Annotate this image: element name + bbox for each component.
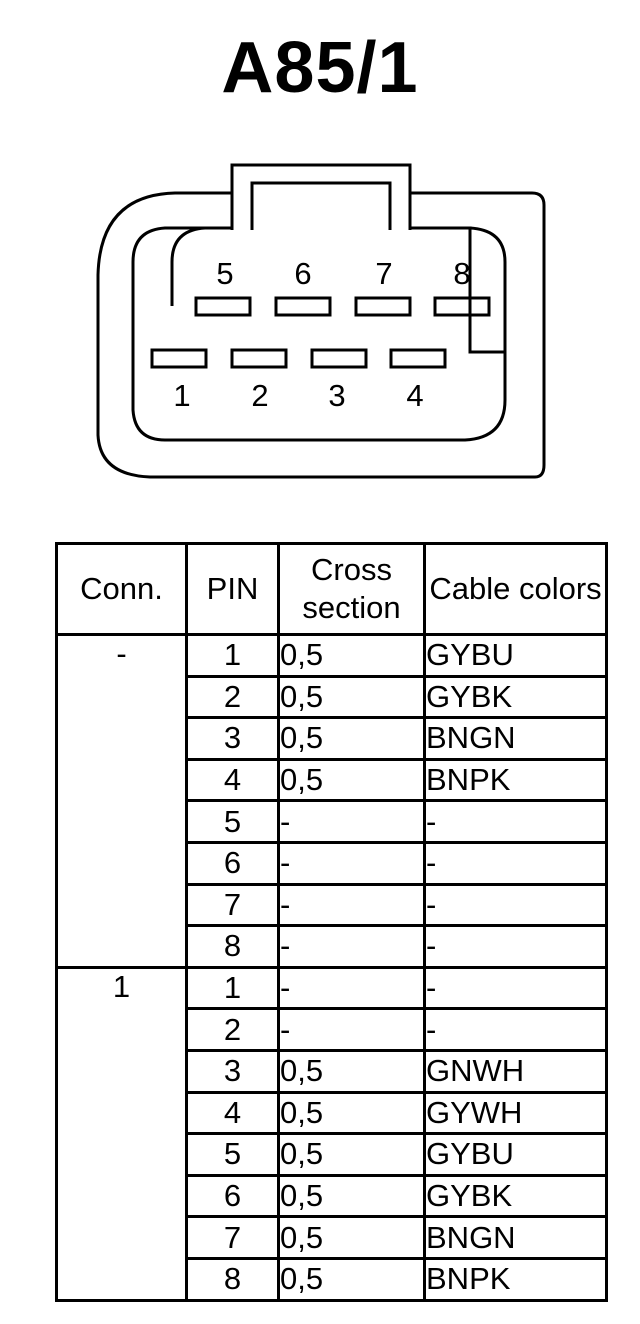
cross-section-cell: 0,5: [277, 634, 426, 678]
pin-cell: 4: [185, 759, 280, 803]
table-row: 8--: [57, 925, 608, 969]
cable-color-cell: -: [423, 1008, 608, 1052]
cable-color-cell: GYWH: [423, 1092, 608, 1136]
pin-cell: 7: [185, 884, 280, 928]
table-row: 5--: [57, 800, 608, 844]
pin-slot-3: [310, 348, 368, 369]
cross-section-cell: 0,5: [277, 1092, 426, 1136]
pin-slot-8: [433, 296, 491, 317]
pin-slot-4: [389, 348, 447, 369]
cross-section-cell: 0,5: [277, 717, 426, 761]
cross-section-cell: -: [277, 842, 426, 886]
pin-cell: 4: [185, 1092, 280, 1136]
pin-slot-2: [230, 348, 288, 369]
cross-section-cell: -: [277, 800, 426, 844]
cable-color-cell: BNPK: [423, 759, 608, 803]
connector-diagram: 5 6 7 8 1 2 3 4: [96, 163, 546, 479]
table-header-row: Conn. PIN Cross section Cable colors: [55, 543, 608, 636]
cross-section-cell: -: [277, 925, 426, 969]
cross-section-cell: 0,5: [277, 1216, 426, 1260]
pin-cell: 6: [185, 1175, 280, 1219]
pin-slot-1: [150, 348, 208, 369]
cross-section-cell: 0,5: [277, 676, 426, 720]
pin-cell: 6: [185, 842, 280, 886]
pin-slots-bottom: [150, 348, 447, 369]
pin-label-6: 6: [294, 256, 311, 291]
pin-cell: 5: [185, 800, 280, 844]
connector-title: A85/1: [221, 28, 419, 108]
pin-cell: 5: [185, 1133, 280, 1177]
pin-slots-top: [194, 296, 491, 317]
cable-color-cell: -: [423, 800, 608, 844]
connector-latch: [230, 163, 412, 230]
pin-cell: 3: [185, 717, 280, 761]
cross-section-cell: 0,5: [277, 759, 426, 803]
pin-slot-5: [194, 296, 252, 317]
pin-label-1: 1: [173, 378, 190, 413]
cable-color-cell: -: [423, 884, 608, 928]
cable-color-cell: -: [423, 925, 608, 969]
cross-section-cell: 0,5: [277, 1050, 426, 1094]
table-row: 6--: [57, 842, 608, 886]
header-conn: Conn.: [55, 543, 188, 636]
cable-color-cell: -: [423, 842, 608, 886]
header-cable-colors: Cable colors: [423, 543, 608, 636]
pin-cell: 8: [185, 1258, 280, 1302]
conn-cell: 1: [55, 967, 188, 1302]
cable-color-cell: GNWH: [423, 1050, 608, 1094]
pin-label-7: 7: [375, 256, 392, 291]
cable-color-cell: GYBK: [423, 676, 608, 720]
connector-housing: [96, 191, 546, 479]
cross-section-cell: -: [277, 884, 426, 928]
cable-color-cell: BNPK: [423, 1258, 608, 1302]
cable-color-cell: BNGN: [423, 717, 608, 761]
connector-cavity: [131, 226, 507, 442]
pin-label-8: 8: [453, 256, 470, 291]
header-cross-section: Cross section: [277, 543, 426, 636]
pin-label-3: 3: [328, 378, 345, 413]
table-row: 7--: [57, 884, 608, 928]
pin-cell: 2: [185, 1008, 280, 1052]
pin-label-4: 4: [406, 378, 423, 413]
cross-section-cell: -: [277, 967, 426, 1011]
cross-section-cell: 0,5: [277, 1258, 426, 1302]
cross-section-cell: -: [277, 1008, 426, 1052]
pin-label-2: 2: [251, 378, 268, 413]
cable-color-cell: GYBU: [423, 634, 608, 678]
pin-cell: 1: [185, 967, 280, 1011]
table-row: 2--: [57, 1008, 608, 1052]
pin-slot-7: [354, 296, 412, 317]
header-pin: PIN: [185, 543, 280, 636]
conn-cell: -: [55, 634, 188, 969]
pin-cell: 2: [185, 676, 280, 720]
cross-section-cell: 0,5: [277, 1133, 426, 1177]
pin-slot-6: [274, 296, 332, 317]
cable-color-cell: GYBU: [423, 1133, 608, 1177]
pin-label-5: 5: [216, 256, 233, 291]
cross-section-cell: 0,5: [277, 1175, 426, 1219]
cable-color-cell: -: [423, 967, 608, 1011]
cable-color-cell: GYBK: [423, 1175, 608, 1219]
pin-cell: 1: [185, 634, 280, 678]
pin-cell: 3: [185, 1050, 280, 1094]
cable-color-cell: BNGN: [423, 1216, 608, 1260]
pin-cell: 7: [185, 1216, 280, 1260]
pin-cell: 8: [185, 925, 280, 969]
